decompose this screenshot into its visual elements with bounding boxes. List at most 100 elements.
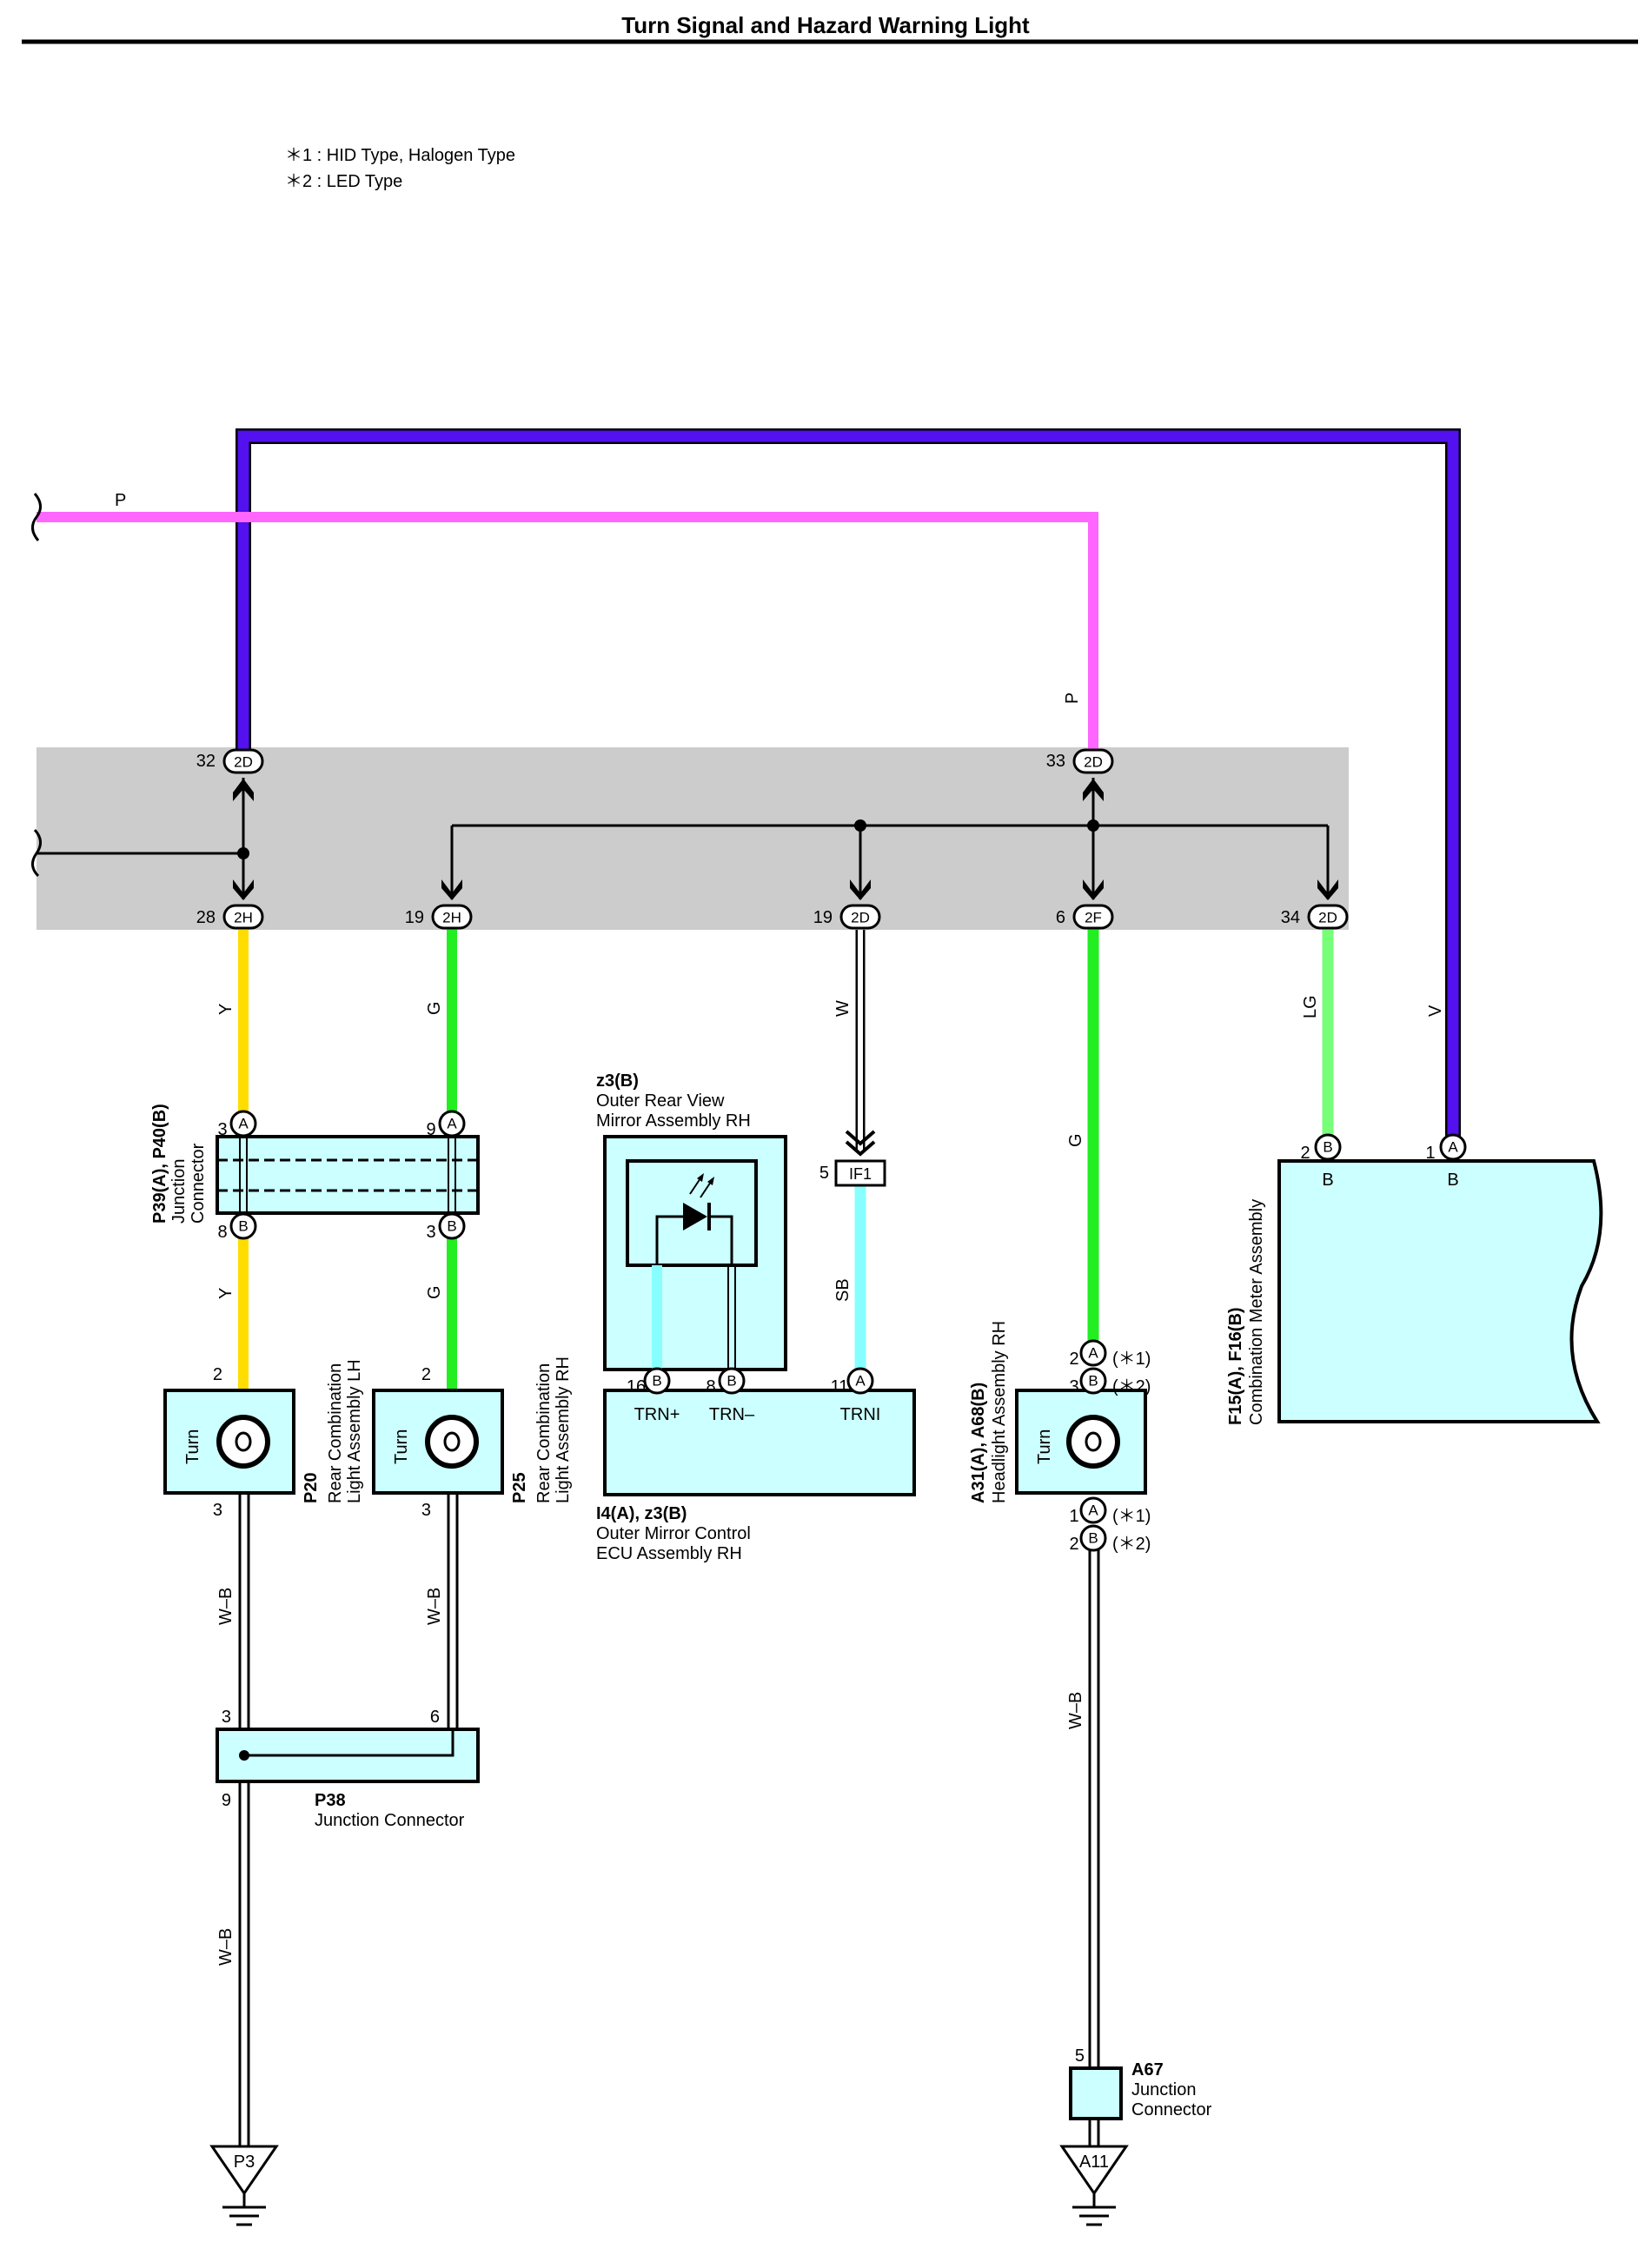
svg-text:32: 32 — [196, 752, 216, 771]
wire-wb-right — [1088, 1547, 1100, 2146]
svg-text:5: 5 — [819, 1164, 829, 1183]
a67-junction-connector: 5 A67 Junction Connector — [1069, 2046, 1212, 2120]
svg-text:B: B — [1088, 1530, 1098, 1547]
svg-text:2F: 2F — [1085, 910, 1102, 926]
label-wire-y2: Y — [216, 1288, 236, 1299]
svg-text:Outer Rear View: Outer Rear View — [596, 1091, 725, 1111]
jb-pin-19-2d: 19 2D — [813, 904, 881, 930]
bulb-icon — [443, 1431, 461, 1452]
svg-text:A67: A67 — [1131, 2060, 1164, 2079]
svg-text:5: 5 — [1075, 2046, 1085, 2066]
svg-text:Rear Combination: Rear Combination — [326, 1363, 345, 1503]
svg-text:2D: 2D — [1318, 910, 1337, 926]
bulb-icon — [1085, 1431, 1102, 1452]
wire-v — [236, 428, 1461, 1142]
jb-pin-28: 28 2H — [196, 904, 264, 930]
svg-text:P25: P25 — [510, 1472, 529, 1503]
svg-text:Headlight Assembly RH: Headlight Assembly RH — [990, 1321, 1009, 1503]
svg-text:2H: 2H — [442, 910, 461, 926]
svg-text:ECU Assembly RH: ECU Assembly RH — [596, 1544, 742, 1563]
svg-text:Rear Combination: Rear Combination — [534, 1363, 554, 1503]
p39-name1: Junction — [169, 1159, 189, 1224]
meter-pin-1a: 1 A — [1425, 1133, 1467, 1163]
label-wire-wb1: W–B — [216, 1588, 236, 1625]
svg-text:2H: 2H — [234, 910, 253, 926]
junction-internal — [36, 778, 1330, 899]
svg-text:B: B — [726, 1373, 736, 1390]
meter-pin-2b: 2 B — [1300, 1133, 1342, 1163]
label-wire-p-top: P — [115, 491, 126, 510]
wire-p — [36, 512, 1098, 754]
svg-text:16: 16 — [627, 1377, 646, 1396]
svg-text:A: A — [447, 1116, 457, 1132]
if1-connector: 5 IF1 — [819, 1159, 886, 1187]
connector-arrows — [233, 779, 1338, 900]
note-2: ＊2 : LED Type — [285, 172, 402, 191]
svg-text:A: A — [855, 1373, 866, 1390]
svg-text:2: 2 — [1300, 1144, 1310, 1163]
svg-text:(＊1): (＊1) — [1112, 1350, 1151, 1369]
jb-pin-32: 32 2D — [196, 748, 264, 774]
svg-text:A: A — [1088, 1345, 1098, 1362]
svg-text:28: 28 — [196, 908, 216, 927]
label-wire-p-vert: P — [1063, 693, 1082, 704]
label-wire-v: V — [1426, 1005, 1445, 1017]
p39-name2: Connector — [189, 1143, 208, 1224]
jb-pin-6: 6 2F — [1056, 904, 1114, 930]
svg-text:2: 2 — [1069, 1535, 1078, 1554]
svg-text:34: 34 — [1281, 908, 1300, 927]
svg-text:A31(A), A68(B): A31(A), A68(B) — [969, 1383, 988, 1503]
svg-text:B: B — [447, 1218, 456, 1235]
label-wire-g2: G — [425, 1285, 444, 1299]
svg-text:19: 19 — [813, 908, 833, 927]
jb-pin-34: 34 2D — [1281, 904, 1349, 930]
svg-text:19: 19 — [405, 908, 424, 927]
p40-pin-3b: 3 B — [426, 1212, 466, 1242]
svg-text:P3: P3 — [234, 2152, 255, 2172]
a68-pin-2b: 2 B (＊2) — [1069, 1524, 1151, 1554]
svg-text:B: B — [652, 1373, 661, 1390]
wire-wb-left — [238, 1495, 459, 2146]
svg-text:Combination Meter Assembly: Combination Meter Assembly — [1247, 1199, 1266, 1425]
svg-text:A11: A11 — [1079, 2152, 1109, 2172]
label-wire-lg: LG — [1301, 995, 1320, 1018]
label-wire-g-right: G — [1066, 1133, 1085, 1147]
bulb-icon — [235, 1431, 252, 1452]
jb-pin-19-2h: 19 2H — [405, 904, 473, 930]
if1-chevron — [845, 1130, 876, 1157]
svg-text:3: 3 — [222, 1708, 231, 1727]
svg-text:Outer Mirror Control: Outer Mirror Control — [596, 1524, 751, 1543]
svg-text:I4(A), z3(B): I4(A), z3(B) — [596, 1504, 687, 1523]
i4-pin-11a: 11 A — [831, 1367, 874, 1396]
svg-text:3: 3 — [213, 1501, 222, 1520]
p25-rear-combination-light-rh: Turn 2 3 P25 Rear Combination Light Asse… — [372, 1356, 573, 1520]
note-1: ＊1 : HID Type, Halogen Type — [285, 146, 515, 165]
a31-pin-2a: 2 A (＊1) — [1069, 1339, 1151, 1369]
svg-text:3: 3 — [421, 1501, 431, 1520]
combination-meter-assembly: B B F15(A), F16(B) Combination Meter Ass… — [1226, 1159, 1603, 1425]
label-wire-sb2: SB — [833, 1278, 853, 1302]
led-icon — [683, 1203, 707, 1230]
svg-text:B: B — [1323, 1139, 1332, 1156]
svg-text:B: B — [1322, 1171, 1333, 1190]
svg-text:Mirror Assembly RH: Mirror Assembly RH — [596, 1111, 751, 1131]
p39-pin-3a: 3 A — [217, 1110, 257, 1139]
svg-text:6: 6 — [430, 1708, 440, 1727]
svg-text:11: 11 — [831, 1377, 849, 1396]
label-wire-g1: G — [425, 1001, 444, 1015]
ground-icon — [1072, 2193, 1116, 2226]
i4-pin-16b: 16 B — [627, 1367, 671, 1396]
ground-a11: A11 — [1059, 2145, 1129, 2226]
a68-pin-3b: 3 B (＊2) — [1069, 1367, 1151, 1396]
svg-text:2: 2 — [421, 1365, 431, 1384]
svg-text:8: 8 — [706, 1377, 715, 1396]
svg-text:3: 3 — [426, 1223, 435, 1242]
svg-text:Turn: Turn — [1035, 1429, 1054, 1464]
svg-text:(＊2): (＊2) — [1112, 1535, 1151, 1554]
svg-text:Junction: Junction — [1131, 2080, 1197, 2099]
svg-text:Light Assembly LH: Light Assembly LH — [345, 1359, 364, 1503]
svg-text:(＊2): (＊2) — [1112, 1377, 1151, 1396]
svg-text:2D: 2D — [1084, 754, 1103, 771]
svg-text:A: A — [1448, 1139, 1458, 1156]
svg-text:2: 2 — [1069, 1350, 1078, 1369]
